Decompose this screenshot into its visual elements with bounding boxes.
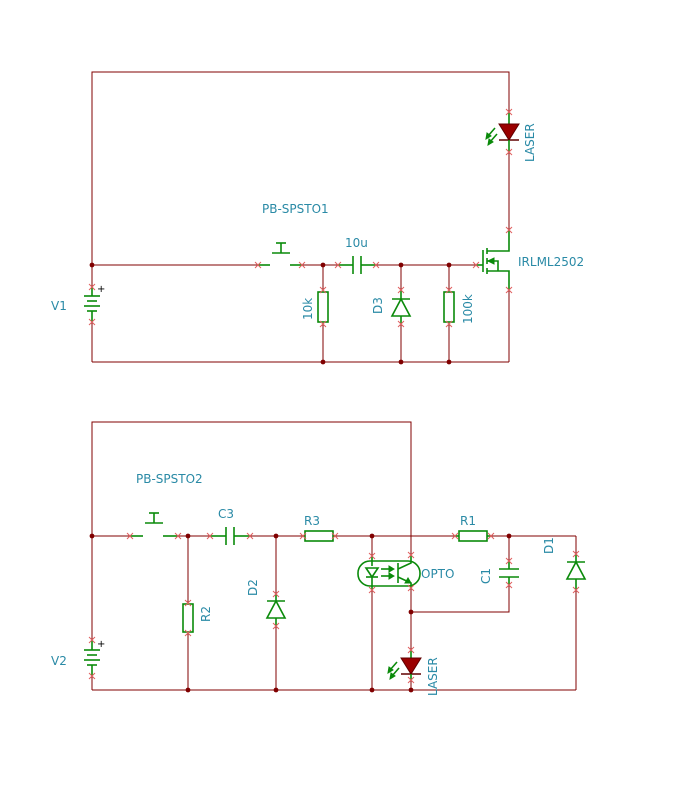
resistor-r1-label: R1 <box>460 514 476 528</box>
capacitor-10u-label: 10u <box>345 236 368 250</box>
battery-v2-symbol[interactable]: + V2 <box>51 639 105 676</box>
optocoupler-opto[interactable]: OPTO <box>357 555 454 590</box>
circuit-1: + V1 PB-SPSTO1 10u 10k <box>51 71 584 365</box>
resistor-r1[interactable]: R1 <box>455 514 491 542</box>
capacitor-c1-label: C1 <box>479 568 493 584</box>
circuit-1-pin-markers <box>88 108 513 328</box>
capacitor-c3[interactable]: C3 <box>210 507 250 545</box>
diode-d3-label: D3 <box>371 297 385 314</box>
pushbutton-pb-spsto2-label: PB-SPSTO2 <box>136 472 203 486</box>
resistor-100k[interactable]: 100k <box>443 291 475 324</box>
diode-d1-label: D1 <box>542 537 556 554</box>
capacitor-c1[interactable]: C1 <box>479 561 519 585</box>
optocoupler-light-arrows-icon <box>381 565 395 580</box>
pushbutton-pb-spsto1-label: PB-SPSTO1 <box>262 202 329 216</box>
capacitor-c3-label: C3 <box>218 507 234 521</box>
resistor-r3-label: R3 <box>304 514 320 528</box>
diode-d2[interactable]: D2 <box>246 579 287 626</box>
battery-v2-polarity: + <box>97 639 105 650</box>
resistor-100k-label: 100k <box>461 294 475 324</box>
resistor-10k-label: 10k <box>301 298 315 320</box>
circuit-1-junctions <box>89 262 452 365</box>
battery-v2-label: V2 <box>51 654 67 668</box>
battery-v1-symbol[interactable]: + V1 <box>51 284 105 322</box>
resistor-r2-label: R2 <box>199 606 213 622</box>
mosfet-irlml2502-label: IRLML2502 <box>518 255 584 269</box>
capacitor-10u[interactable]: 10u <box>338 236 376 274</box>
circuit-2-junctions <box>89 533 512 693</box>
resistor-r3[interactable]: R3 <box>303 514 335 542</box>
laser-led-2-emission-icon <box>387 661 400 680</box>
pushbutton-pb-spsto1[interactable]: PB-SPSTO1 <box>258 202 329 266</box>
laser-led-2[interactable]: LASER <box>387 650 440 696</box>
circuit-1-wires <box>91 71 510 363</box>
pushbutton-pb-spsto2[interactable]: PB-SPSTO2 <box>130 472 203 537</box>
diode-d1[interactable]: D1 <box>542 537 587 590</box>
laser-led-1-emission-icon <box>485 127 498 146</box>
circuit-2: + V2 PB-SPSTO2 C3 R2 <box>51 421 587 696</box>
battery-v1-label: V1 <box>51 299 67 313</box>
optocoupler-opto-label: OPTO <box>421 567 454 581</box>
circuit-2-wires <box>91 421 577 691</box>
resistor-10k[interactable]: 10k <box>301 291 329 323</box>
resistor-r2[interactable]: R2 <box>182 603 213 633</box>
circuit-2-pin-markers <box>88 532 580 684</box>
laser-led-2-label: LASER <box>426 657 440 696</box>
laser-led-1[interactable]: LASER <box>485 112 537 162</box>
laser-led-1-label: LASER <box>523 123 537 162</box>
diode-d3[interactable]: D3 <box>371 290 412 324</box>
mosfet-irlml2502[interactable]: IRLML2502 <box>476 230 584 290</box>
diode-d2-label: D2 <box>246 579 260 596</box>
battery-v1-polarity: + <box>97 284 105 295</box>
